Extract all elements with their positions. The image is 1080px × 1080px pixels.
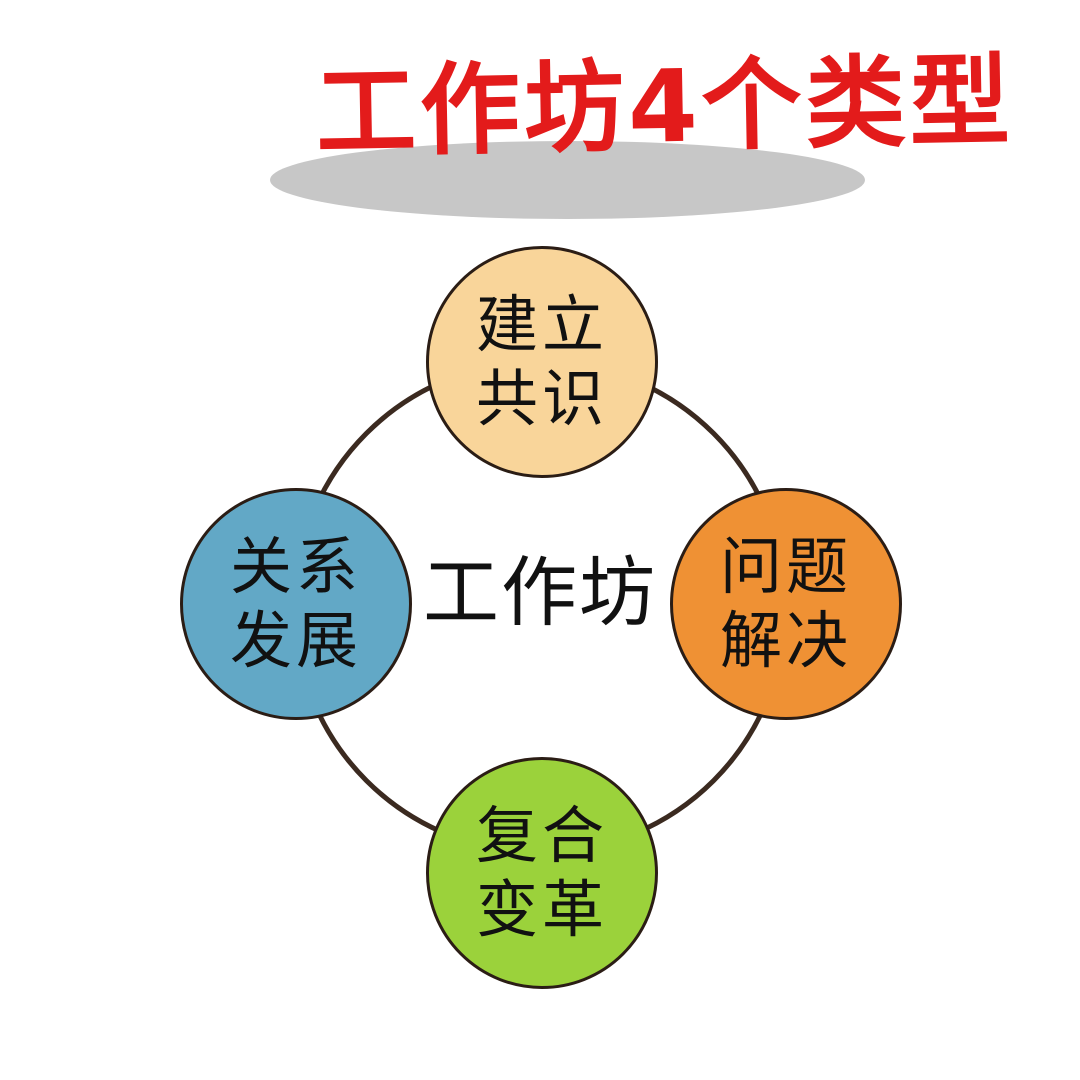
title-highlight [270, 141, 865, 219]
node-relationship-development: 关系发展 [180, 488, 412, 720]
node-label-complex-change: 复合变革 [475, 799, 608, 946]
node-label-relationship-development: 关系发展 [229, 530, 362, 677]
node-problem-solving: 问题解决 [670, 488, 902, 720]
node-label-build-consensus: 建立共识 [475, 288, 608, 435]
node-complex-change: 复合变革 [426, 757, 658, 989]
node-build-consensus: 建立共识 [426, 246, 658, 478]
node-label-problem-solving: 问题解决 [719, 530, 852, 677]
title-area: 工作坊4个类型 [270, 25, 1015, 219]
center-label: 工作坊 [423, 548, 657, 637]
